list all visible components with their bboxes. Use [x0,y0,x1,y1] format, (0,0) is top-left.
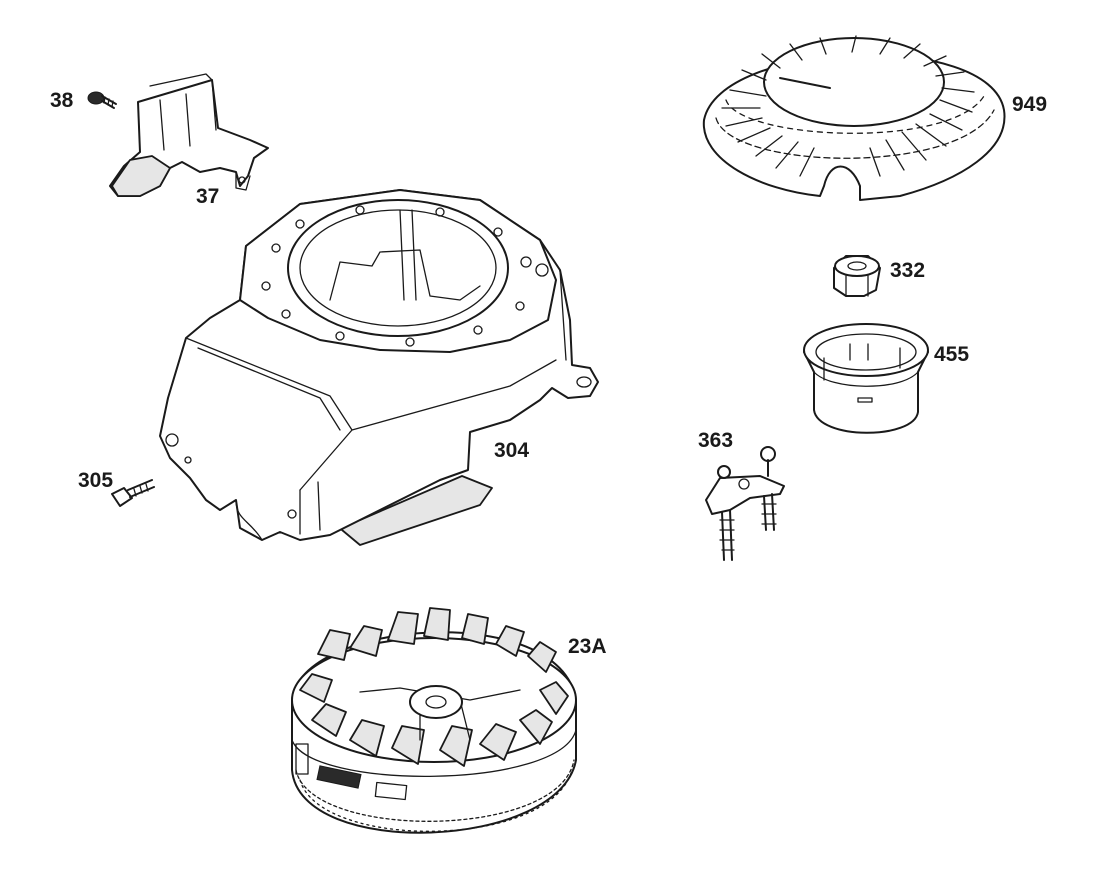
terminal-bracket-363-illustration [705,446,785,561]
nut-332-illustration [833,255,881,297]
screw-38-illustration [87,91,117,109]
callout-332: 332 [890,259,926,282]
callout-305: 305 [78,469,114,492]
callout-23a: 23A [568,635,607,658]
air-guide-37-illustration [109,73,269,197]
callout-363: 363 [698,429,734,452]
callout-38: 38 [50,89,74,112]
rotating-screen-949-illustration [702,35,1006,201]
flywheel-23a-illustration [291,607,577,834]
starter-cup-455-illustration [803,323,929,434]
callout-304: 304 [494,439,530,462]
callout-37: 37 [196,185,220,208]
screw-305-illustration [111,479,155,507]
callout-949: 949 [1012,93,1048,116]
blower-housing-304-illustration [159,189,599,546]
callout-455: 455 [934,343,970,366]
